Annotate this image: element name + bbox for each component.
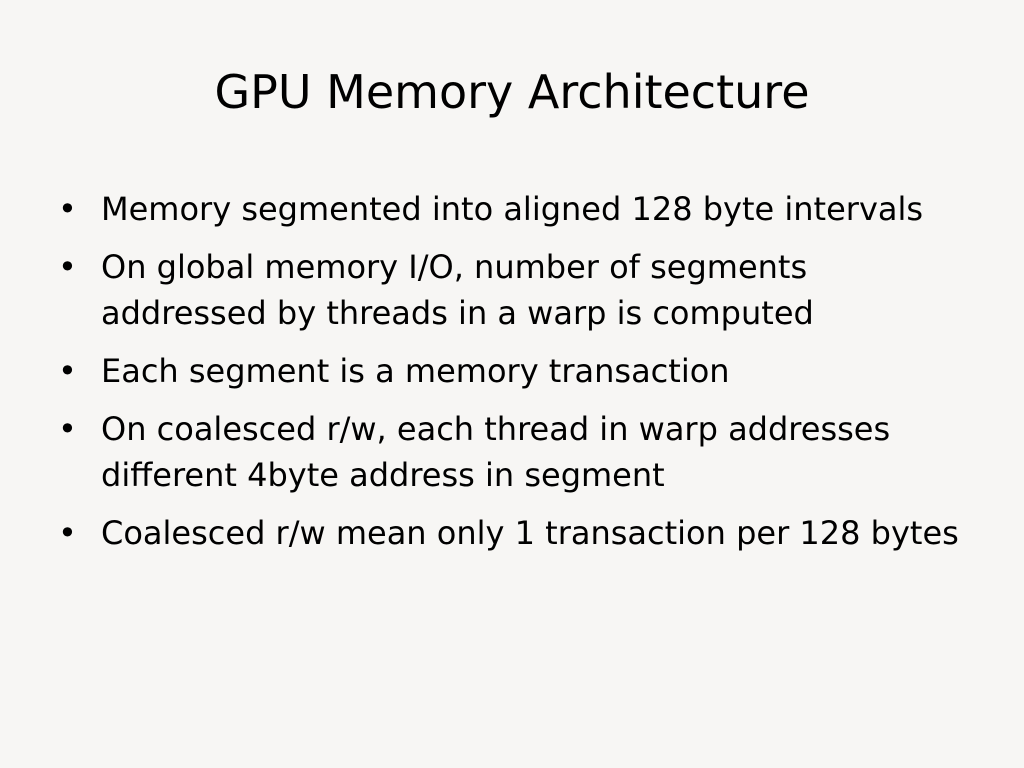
- bullet-icon: •: [58, 248, 77, 286]
- bullet-text: Coalesced r/w mean only 1 transaction pe…: [101, 514, 959, 552]
- bullet-item: • Each segment is a memory transaction: [58, 348, 978, 394]
- bullet-item: • On coalesced r/w, each thread in warp …: [58, 406, 978, 498]
- bullet-text: Memory segmented into aligned 128 byte i…: [101, 190, 924, 228]
- bullet-text: On coalesced r/w, each thread in warp ad…: [101, 410, 891, 494]
- bullet-icon: •: [58, 410, 77, 448]
- bullet-item: • On global memory I/O, number of segmen…: [58, 244, 978, 336]
- bullet-text: Each segment is a memory transaction: [101, 352, 730, 390]
- slide-title: GPU Memory Architecture: [214, 65, 810, 119]
- bullet-item: • Memory segmented into aligned 128 byte…: [58, 186, 978, 232]
- bullet-icon: •: [58, 352, 77, 390]
- bullet-icon: •: [58, 514, 77, 552]
- bullet-text: On global memory I/O, number of segments…: [101, 248, 814, 332]
- bullet-item: • Coalesced r/w mean only 1 transaction …: [58, 510, 978, 556]
- bullet-list: • Memory segmented into aligned 128 byte…: [58, 186, 978, 568]
- bullet-icon: •: [58, 190, 77, 228]
